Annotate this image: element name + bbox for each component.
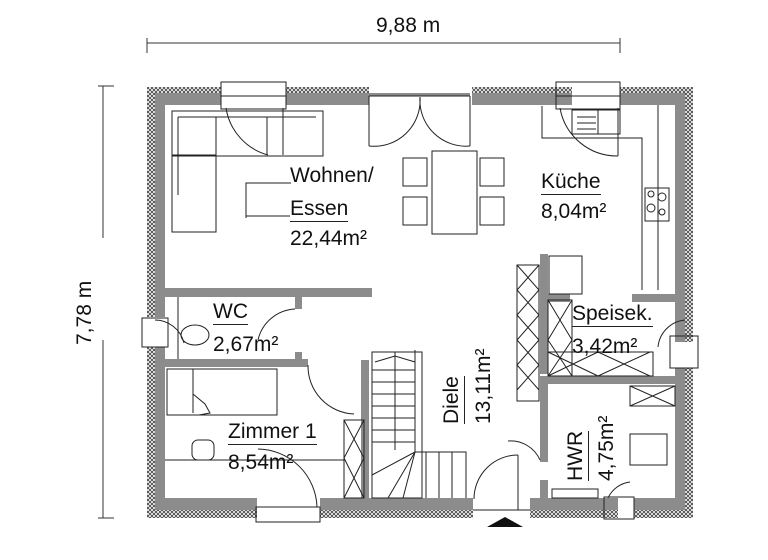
room-diele-name: Diele	[440, 376, 465, 424]
room-speisek-area: 3,42m²	[572, 335, 638, 358]
speise-door-swing	[657, 319, 686, 348]
kitchen-door-swing	[559, 107, 619, 157]
room-diele-area: 13,11m²	[472, 348, 495, 424]
height-dimension-label: 7,78 m	[73, 280, 96, 345]
width-dimension-label: 9,88 m	[376, 14, 441, 37]
bed	[166, 368, 278, 416]
zimmer-door-swing	[307, 364, 355, 415]
wall-speise-left	[540, 254, 548, 374]
room-wc-name: WC	[213, 300, 248, 325]
room-wohnen-area: 22,44m²	[290, 227, 368, 250]
room-kueche-area: 8,04m²	[541, 200, 607, 223]
kitchen-counter	[541, 106, 643, 290]
french-door-right	[419, 96, 471, 147]
hwr-door-swing	[507, 440, 541, 461]
wall-zimmer-stairs	[361, 360, 369, 498]
room-zimmer1-area: 8,54m²	[228, 451, 294, 474]
window-wc	[141, 317, 169, 348]
interior-walls	[165, 254, 677, 500]
room-zimmer1-name: Zimmer 1	[228, 420, 317, 445]
toilet	[180, 324, 210, 346]
stove	[644, 187, 670, 222]
wall-hwr-left	[540, 376, 548, 462]
window-zimmer	[255, 506, 321, 523]
wc-window-swing	[154, 319, 185, 344]
dining-chairs	[402, 157, 505, 226]
room-speisek-name: Speisek.	[572, 302, 653, 327]
sink	[571, 109, 621, 135]
room-wc-area: 2,67m²	[213, 333, 279, 356]
room-hwr-name: HWR	[564, 430, 589, 481]
window-hwr	[603, 496, 635, 520]
wall-speise-hwr	[540, 376, 677, 384]
desk-chair	[191, 439, 215, 461]
room-kueche-name: Küche	[541, 170, 601, 195]
room-hwr-area: 4,75m²	[595, 415, 618, 481]
window-speise	[669, 335, 699, 369]
entrance-arrow-icon	[487, 517, 523, 527]
sofa	[171, 110, 324, 233]
french-door-left	[368, 96, 421, 147]
entrance-door-swing	[473, 454, 519, 500]
wc-door-swing	[257, 308, 296, 341]
door-swing	[225, 107, 269, 156]
height-dimension-line	[98, 85, 114, 519]
exterior-walls	[147, 87, 693, 518]
wall-wohnen-wc	[165, 288, 372, 297]
boiler	[629, 433, 668, 466]
room-wohnen-name2: Essen	[290, 197, 349, 222]
width-dimension-line	[146, 38, 621, 53]
dining-table	[431, 150, 478, 235]
room-wohnen-name: Wohnen/	[290, 164, 374, 187]
zimmer-window-swing	[257, 448, 318, 508]
wall-wc-zimmer	[165, 359, 308, 367]
staircase	[371, 350, 467, 499]
